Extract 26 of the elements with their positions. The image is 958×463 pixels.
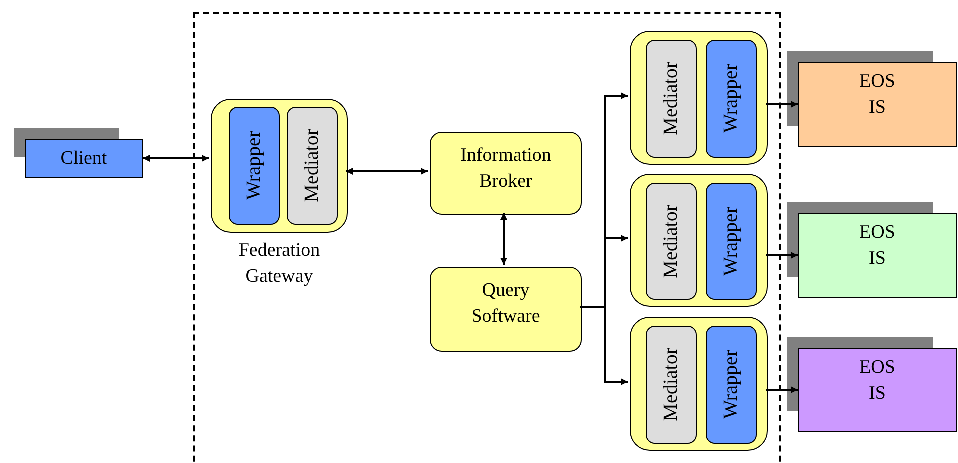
group-caption: Federation Gateway — [238, 239, 322, 289]
system-box: EOS IS — [798, 213, 957, 298]
process-box: Query Software — [430, 267, 582, 352]
connector-arrow — [143, 155, 209, 162]
system-box: EOS IS — [798, 348, 957, 432]
connector-arrow — [766, 252, 798, 259]
component-group — [630, 317, 768, 451]
component-box: Mediator — [287, 107, 338, 225]
component-group — [630, 31, 768, 165]
component-box: Mediator — [646, 326, 697, 444]
component-box: Wrapper — [229, 107, 280, 225]
component-box: Wrapper — [706, 183, 757, 300]
connector-arrow — [766, 386, 798, 394]
connector-arrow — [500, 213, 508, 265]
system-box: EOS IS — [798, 62, 957, 147]
component-box: Mediator — [646, 40, 697, 158]
component-box: Wrapper — [706, 40, 757, 158]
component-box: Wrapper — [706, 326, 757, 444]
connector-arrow — [346, 168, 428, 175]
boundary-box — [193, 12, 781, 463]
component-group — [211, 99, 348, 233]
component-box: Mediator — [646, 183, 697, 300]
connector-arrow — [766, 101, 798, 108]
system-box: Client — [25, 139, 143, 178]
process-box: Information Broker — [430, 132, 582, 215]
component-group — [630, 174, 768, 307]
